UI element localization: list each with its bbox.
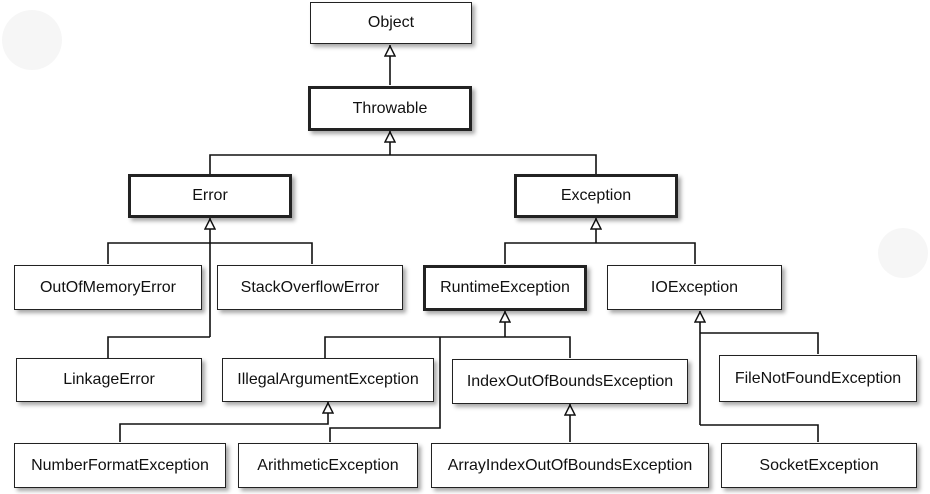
node-error: Error — [128, 174, 292, 218]
node-stack-overflow-error: StackOverflowError — [217, 265, 403, 310]
connector-runtime-exception — [504, 242, 596, 264]
node-arithmetic-exception: ArithmeticException — [238, 443, 418, 488]
connector-file-not-found — [700, 332, 819, 354]
node-index-out-of-bounds-exception: IndexOutOfBoundsException — [452, 359, 688, 404]
connector-soe-error — [210, 242, 313, 264]
node-socket-exception: SocketException — [721, 443, 917, 488]
connector-socket — [700, 424, 819, 442]
connector-exception-throwable — [390, 154, 597, 174]
connector-io-exception — [596, 242, 696, 264]
connector-index-oob — [505, 336, 571, 358]
connector-number-format — [119, 402, 328, 442]
connector-oome-error — [107, 242, 210, 264]
node-array-index-out-of-bounds-exception: ArrayIndexOutOfBoundsException — [431, 443, 709, 488]
node-out-of-memory-error: OutOfMemoryError — [14, 265, 202, 310]
node-exception: Exception — [514, 174, 678, 218]
node-number-format-exception: NumberFormatException — [14, 443, 226, 488]
node-file-not-found-exception: FileNotFoundException — [719, 355, 917, 402]
connector-illegal-arg — [324, 336, 505, 358]
connector-arithmetic — [329, 337, 441, 442]
node-illegal-argument-exception: IllegalArgumentException — [222, 358, 434, 402]
connector-error-throwable — [209, 154, 390, 174]
node-linkage-error: LinkageError — [16, 358, 202, 402]
node-runtime-exception: RuntimeException — [423, 265, 587, 311]
connector-linkage-error — [107, 336, 210, 358]
node-object: Object — [310, 2, 472, 44]
node-io-exception: IOException — [607, 265, 782, 310]
node-throwable: Throwable — [308, 86, 472, 131]
